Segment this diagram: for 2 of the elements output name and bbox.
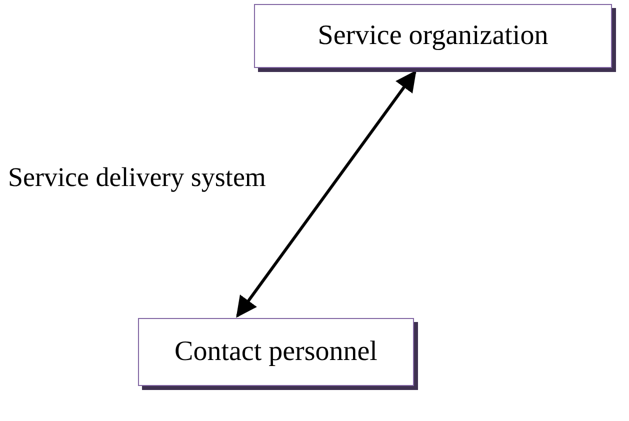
double-arrow xyxy=(236,70,416,318)
annotation-text: Service delivery system xyxy=(8,161,267,194)
